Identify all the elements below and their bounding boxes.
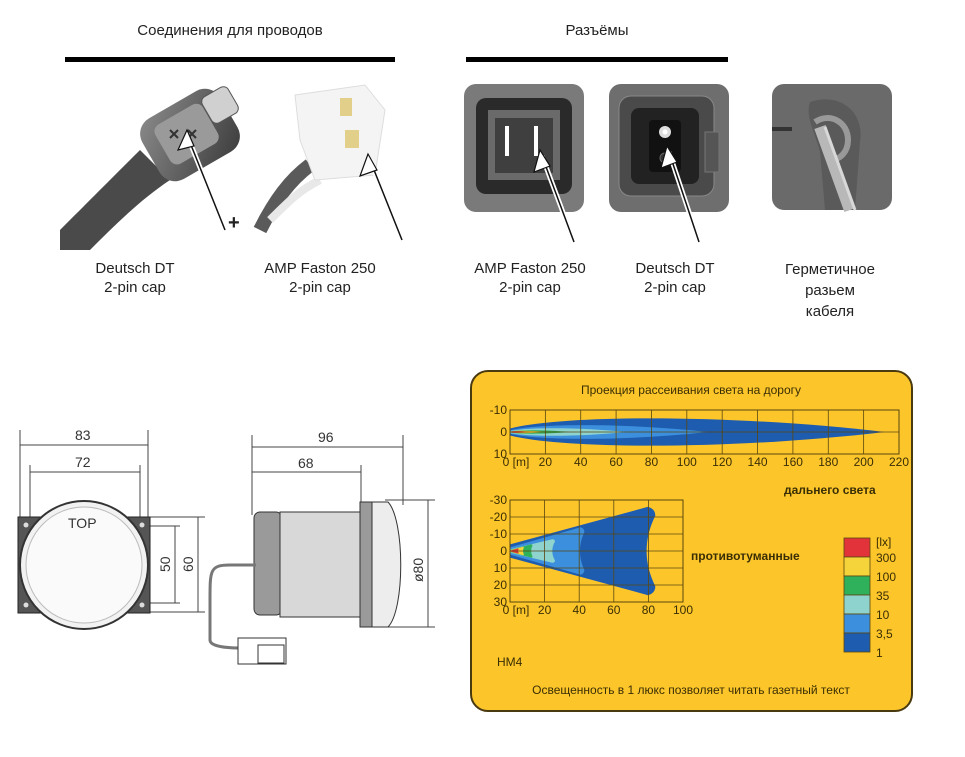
x-tick-label: 40 — [574, 455, 588, 469]
legend-label: 35 — [876, 589, 890, 603]
y-tick-label: 10 — [494, 561, 508, 575]
caption-amp-socket: AMP Faston 250 2-pin cap — [450, 259, 610, 297]
caption-name: AMP Faston 250 — [474, 260, 586, 277]
side-view-drawing: 96 68 ø80 — [208, 429, 435, 665]
light-projection-panel: Проекция рассеивания света на дорогу 0 [… — [470, 370, 913, 712]
amp-socket-photo — [462, 82, 587, 247]
caption-deutsch-socket: Deutsch DT 2-pin cap — [610, 259, 740, 297]
section-rule-sockets — [466, 57, 728, 62]
x-tick-label: 80 — [642, 603, 656, 617]
x-tick-label: 180 — [818, 455, 838, 469]
x-tick-label: 140 — [748, 455, 768, 469]
legend-label: 3,5 — [876, 627, 893, 641]
x-tick-label: 200 — [854, 455, 874, 469]
caption-sub: 2-pin cap — [289, 279, 351, 296]
section-title-wire-connections: Соединения для проводов — [137, 22, 323, 39]
caption-sub: 2-pin cap — [644, 279, 706, 296]
x-tick-label: 60 — [609, 455, 623, 469]
legend-swatch — [843, 575, 871, 596]
chart-frame — [509, 499, 684, 603]
x-tick-label: 160 — [783, 455, 803, 469]
x-tick-label: 120 — [712, 455, 732, 469]
lux-legend: 300 100 35 10 3,5 1 — [843, 537, 896, 660]
y-tick-label: 20 — [494, 578, 508, 592]
y-tick-label: -10 — [490, 527, 508, 541]
legend-label: 300 — [876, 551, 896, 565]
legend-unit: [lx] — [876, 535, 891, 549]
dim-96: 96 — [318, 429, 334, 445]
x-tick-label: 80 — [645, 455, 659, 469]
legend-swatch — [843, 632, 871, 653]
dim-72: 72 — [75, 454, 91, 470]
deutsch-plug-photo — [60, 80, 260, 250]
fog-beam-chart: 0 [m] 20 40 60 80 100 -30 -20 -10 0 10 20 30 — [490, 493, 694, 617]
caption-sub: 2-pin cap — [104, 279, 166, 296]
legend-swatch — [843, 613, 871, 634]
x-tick-label: 20 — [538, 603, 552, 617]
dim-83: 83 — [75, 427, 91, 443]
section-rule-wire — [65, 57, 395, 62]
model-label: HM4 — [497, 655, 523, 669]
x-tick-label: 20 — [539, 455, 553, 469]
dim-60: 60 — [180, 556, 196, 572]
caption-amp-plug: AMP Faston 250 2-pin cap — [240, 259, 400, 297]
caption-sub: разьем — [805, 282, 855, 299]
amp-plug-photo — [250, 80, 420, 250]
front-view-drawing: 83 72 TOP 50 60 — [17, 427, 205, 630]
deutsch-socket-photo — [607, 82, 732, 247]
x-tick-label: 0 [m] — [503, 603, 530, 617]
caption-name: Герметичное — [785, 261, 875, 278]
dim-68: 68 — [298, 455, 314, 471]
y-tick-label: -10 — [490, 403, 508, 417]
dim-diameter-80: ø80 — [410, 558, 426, 582]
caption-sealed-cable: Герметичное разьем кабеля — [765, 259, 895, 322]
y-tick-label: -30 — [490, 493, 508, 507]
caption-sub2: кабеля — [805, 303, 855, 320]
legend-swatch — [843, 594, 871, 615]
x-tick-label: 220 — [889, 455, 909, 469]
y-tick-label: 0 — [500, 544, 507, 558]
x-tick-label: 0 [m] — [503, 455, 530, 469]
section-title-sockets: Разъёмы — [565, 22, 629, 39]
y-tick-label: 0 — [500, 425, 507, 439]
y-tick-label: 30 — [494, 595, 508, 609]
fog-beam-label: противотуманные — [691, 549, 800, 563]
caption-deutsch-plug: Deutsch DT 2-pin cap — [60, 259, 210, 297]
legend-swatch — [843, 537, 871, 558]
caption-name: Deutsch DT — [95, 260, 175, 277]
polarity-plus-1: + — [228, 212, 240, 234]
x-tick-label: 40 — [573, 603, 587, 617]
panel-title: Проекция рассеивания света на дорогу — [581, 383, 801, 397]
legend-swatch — [843, 556, 871, 577]
legend-label: 10 — [876, 608, 890, 622]
dim-50: 50 — [157, 556, 173, 572]
chart-frame — [509, 409, 900, 455]
caption-name: AMP Faston 250 — [264, 260, 376, 277]
high-beam-label: дальнего света — [784, 483, 876, 497]
panel-footer: Освещенность в 1 люкс позволяет читать г… — [532, 683, 850, 697]
light-projection-charts: Проекция рассеивания света на дорогу 0 [… — [490, 383, 910, 697]
x-tick-label: 100 — [677, 455, 697, 469]
top-label: TOP — [68, 515, 97, 531]
x-tick-label: 100 — [673, 603, 693, 617]
high-beam-chart: 0 [m] 20 40 60 80 100 120 140 160 180 200 220 -10 0 10 — [490, 403, 910, 469]
caption-sub: 2-pin cap — [499, 279, 561, 296]
sealed-cable-photo — [770, 82, 895, 212]
legend-label: 100 — [876, 570, 896, 584]
caption-name: Deutsch DT — [635, 260, 715, 277]
y-tick-label: -20 — [490, 510, 508, 524]
y-tick-label: 10 — [494, 447, 508, 461]
x-tick-label: 60 — [607, 603, 621, 617]
legend-label: 1 — [876, 646, 883, 660]
